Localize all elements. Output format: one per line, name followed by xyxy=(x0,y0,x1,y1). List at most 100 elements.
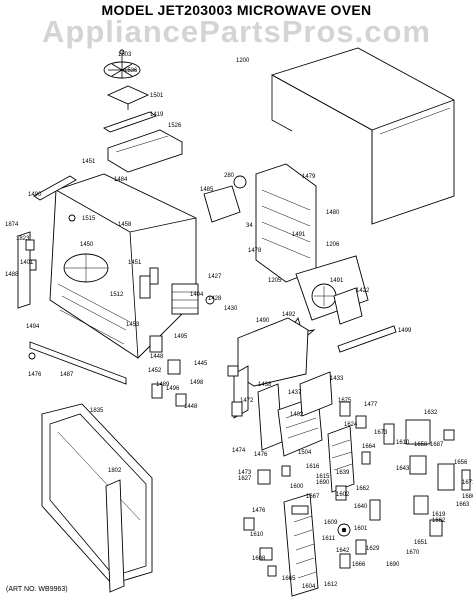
part-label: 1206 xyxy=(326,242,340,248)
part-label: 1619 xyxy=(432,512,446,518)
part-label: 1448 xyxy=(184,404,198,410)
part-label: 1615 xyxy=(316,474,330,480)
part-label: 1491 xyxy=(330,278,344,284)
part-label: 1437 xyxy=(288,390,302,396)
part-label: 1478 xyxy=(248,248,262,254)
door-latch-strip xyxy=(337,325,397,353)
part-label: 1610 xyxy=(250,532,264,538)
base-bracket xyxy=(237,317,309,387)
part-label: 1430 xyxy=(224,306,238,312)
part-label: 1874 xyxy=(5,222,19,228)
part-label: 1494 xyxy=(26,324,40,330)
part-label: 1608 xyxy=(252,556,266,562)
part-label: 1479 xyxy=(302,174,316,180)
part-label: 1632 xyxy=(424,410,438,416)
part-label: 1526 xyxy=(168,123,182,129)
touch-keypad xyxy=(327,425,355,493)
part-label: 1427 xyxy=(208,274,222,280)
part-label: 1419 xyxy=(150,112,164,118)
door-handle xyxy=(105,479,125,593)
stirrer-bracket xyxy=(102,111,158,133)
part-label: 1640 xyxy=(354,504,368,510)
part-label: 280 xyxy=(224,173,235,179)
part-label: 1667 xyxy=(306,494,320,500)
part-label: 1662 xyxy=(356,486,370,492)
part-label: 1491 xyxy=(292,232,306,238)
part-label: 1492 xyxy=(282,312,296,318)
part-label: 1600 xyxy=(290,484,304,490)
outer-case-wrapper xyxy=(270,47,455,225)
part-label: 1673 xyxy=(374,430,388,436)
part-label: 1422 xyxy=(356,288,370,294)
relay-board xyxy=(299,371,333,417)
part-label: 1666 xyxy=(352,562,366,568)
part-label: 1477 xyxy=(364,402,378,408)
part-number-labels: 1503153615011419152614511484120014901515… xyxy=(5,52,473,590)
part-label: 1629 xyxy=(366,546,380,552)
part-label: 1499 xyxy=(398,328,412,334)
part-label: 1616 xyxy=(306,464,320,470)
art-number: (ART NO. WB9963) xyxy=(6,586,68,593)
knob xyxy=(337,523,351,537)
part-label: 1498 xyxy=(190,380,204,386)
part-label: 1504 xyxy=(298,450,312,456)
part-label: 1485 xyxy=(200,187,214,193)
part-label: 1612 xyxy=(324,582,338,588)
stirrer-cover xyxy=(107,129,183,173)
part-label: 1451 xyxy=(82,159,96,165)
waveguide-parts xyxy=(139,267,159,299)
part-label: 1601 xyxy=(354,526,368,532)
part-label: 1490 xyxy=(256,318,270,324)
part-label: 1503 xyxy=(118,52,132,58)
small-parts-right xyxy=(335,419,471,569)
part-label: 34 xyxy=(246,223,253,229)
control-panel-front xyxy=(283,493,319,597)
part-label: 1604 xyxy=(302,584,316,590)
part-label: 1458 xyxy=(118,222,132,228)
part-label: 1448 xyxy=(150,354,164,360)
part-label: 1602 xyxy=(336,492,350,498)
part-label: 1663 xyxy=(456,502,470,508)
part-label: 1402 xyxy=(290,412,304,418)
part-label: 1639 xyxy=(336,470,350,476)
part-label: 1802 xyxy=(108,468,122,474)
part-label: 1536 xyxy=(124,68,138,74)
misc-small-parts xyxy=(25,214,371,577)
part-label: 1642 xyxy=(336,548,350,554)
part-label: 1474 xyxy=(232,448,246,454)
part-label: 1476 xyxy=(254,452,268,458)
part-label: 1490 xyxy=(28,192,42,198)
part-label: 1451 xyxy=(128,260,142,266)
part-label: 1495 xyxy=(174,334,188,340)
part-label: 1433 xyxy=(330,376,344,382)
page-title: MODEL JET203003 MICROWAVE OVEN xyxy=(101,2,372,18)
part-label: 1487 xyxy=(60,372,74,378)
part-label: 1496 xyxy=(166,386,180,392)
part-label: 1664 xyxy=(362,444,376,450)
part-label: 1651 xyxy=(414,540,428,546)
part-label: 1643 xyxy=(396,466,410,472)
part-label: 1404 xyxy=(190,292,204,298)
stirrer-motor xyxy=(106,85,150,110)
part-label: 1823 xyxy=(16,236,30,242)
watermark: AppliancePartsPros.com xyxy=(42,14,431,49)
part-label: 1200 xyxy=(236,58,250,64)
magnetron xyxy=(171,283,215,315)
part-label: 1484 xyxy=(114,177,128,183)
part-label: 1611 xyxy=(322,536,336,542)
part-label: 1452 xyxy=(148,368,162,374)
cavity-left-bracket xyxy=(17,175,77,309)
back-panel xyxy=(255,163,317,283)
bottom-rail xyxy=(29,341,127,385)
part-label: 1610 xyxy=(396,440,410,446)
part-label: 1670 xyxy=(406,550,420,556)
part-label: 1690 xyxy=(316,480,330,486)
part-label: 1473 xyxy=(238,470,252,476)
part-label: 1665 xyxy=(282,576,296,582)
part-label: 1453 xyxy=(126,322,140,328)
part-label: 1675 xyxy=(338,398,352,404)
part-label: 1627 xyxy=(238,476,252,482)
part-label: 1835 xyxy=(90,408,104,414)
part-label: 1489 xyxy=(156,382,170,388)
